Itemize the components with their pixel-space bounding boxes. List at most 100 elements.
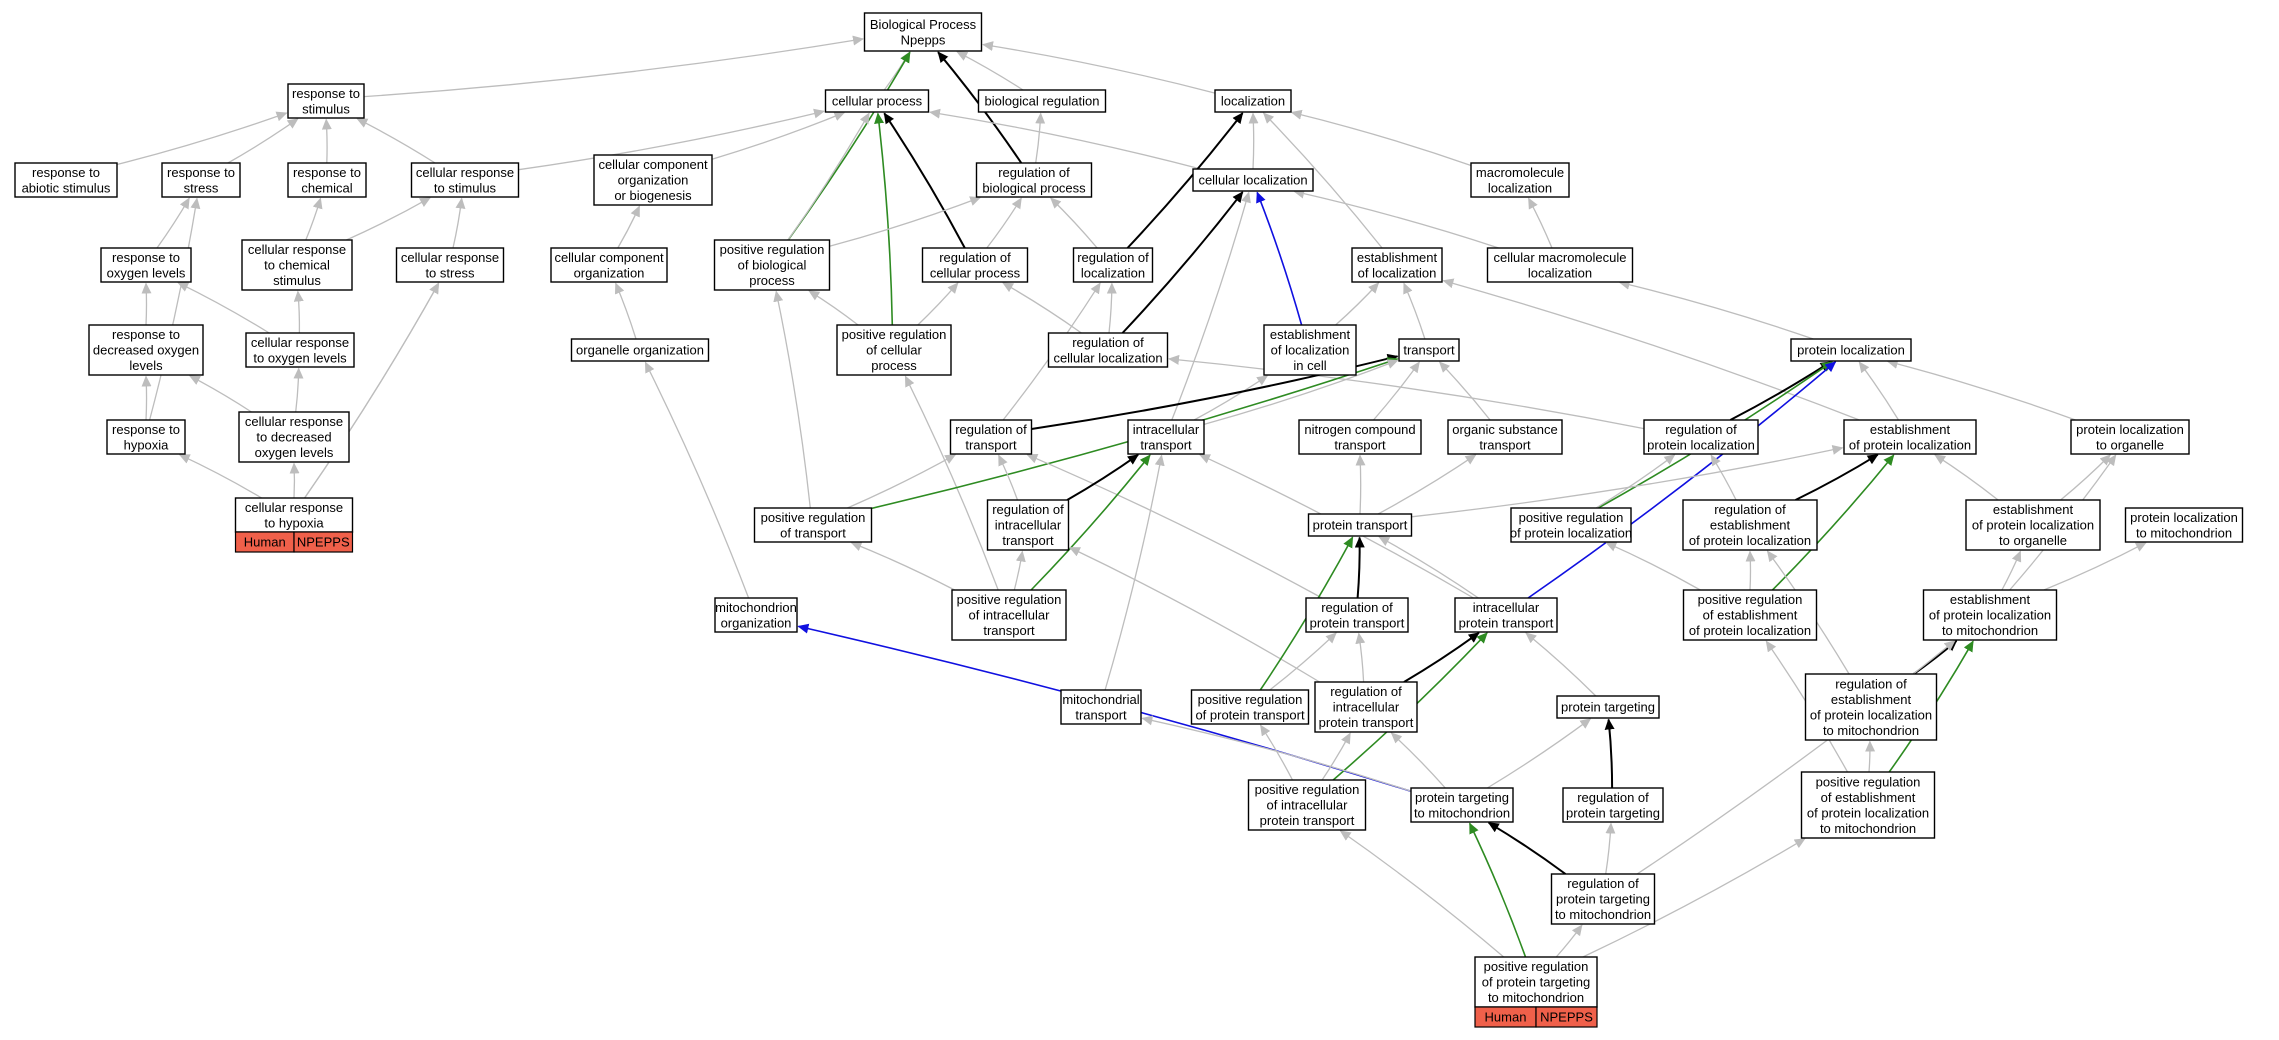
node-label: of biological <box>738 258 807 273</box>
go-term-cellloc[interactable]: cellular localization <box>1192 168 1314 192</box>
node-box <box>977 89 1107 113</box>
node-label: localization <box>1081 265 1145 280</box>
node-label: organelle organization <box>576 343 704 358</box>
node-box <box>949 419 1033 455</box>
is-a-edge <box>1168 354 1645 430</box>
node-label: oxygen levels <box>255 445 334 460</box>
node-label: response to <box>112 250 180 265</box>
is-a-edge <box>1378 536 1479 599</box>
node-label: to organelle <box>1999 533 2067 548</box>
is-a-edge <box>1002 282 1082 334</box>
is-a-edge <box>304 282 440 499</box>
node-box <box>2070 419 2190 455</box>
node-box <box>395 247 505 283</box>
node-label: to organelle <box>2096 437 2164 452</box>
node-box <box>975 162 1093 198</box>
is-a-edge <box>1050 197 1098 249</box>
node-label: cellular localization <box>1198 173 1307 188</box>
is-a-edge <box>1355 632 1366 683</box>
go-term-prottarg[interactable]: protein targeting <box>1556 695 1660 719</box>
node-label: organization <box>721 615 792 630</box>
is-a-edge <box>2060 454 2111 501</box>
node-box <box>1060 689 1142 725</box>
node-label: establishment <box>1831 692 1912 707</box>
node-box <box>1556 695 1660 719</box>
node-label: response to <box>292 86 360 101</box>
node-label: protein transport <box>1313 518 1408 533</box>
node-label: regulation of <box>939 250 1011 265</box>
go-term-protloc[interactable]: protein localization <box>1790 338 1912 362</box>
node-label: establishment <box>1710 518 1791 533</box>
node-label: of protein localization <box>1849 437 1971 452</box>
go-term-cellproc[interactable]: cellular process <box>824 89 930 113</box>
go-term-prottrans[interactable]: protein transport <box>1307 513 1413 537</box>
node-box <box>753 507 873 543</box>
node-box <box>238 411 350 463</box>
node-box <box>1047 332 1169 368</box>
is-a-edge <box>773 290 811 509</box>
node-label: or biogenesis <box>614 188 692 203</box>
go-term-transport[interactable]: transport <box>1398 338 1460 362</box>
go-term-loc[interactable]: localization <box>1214 89 1292 113</box>
node-label: to mitochondrion <box>1823 723 1919 738</box>
go-term-bioreg[interactable]: biological regulation <box>977 89 1107 113</box>
go-term-orgorg[interactable]: organelle organization <box>570 338 710 362</box>
